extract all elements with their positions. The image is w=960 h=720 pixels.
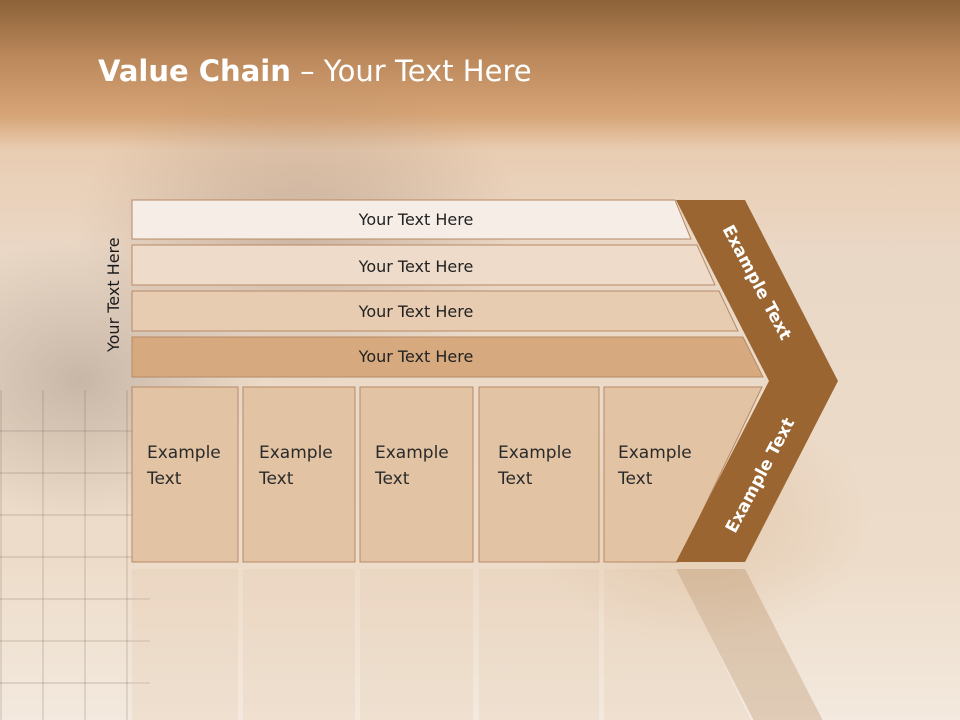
cell-5-line1: Example xyxy=(618,443,692,463)
bar-4-label: Your Text Here xyxy=(358,347,474,366)
cell-4-text: Example Text xyxy=(498,440,572,492)
bar-2[interactable] xyxy=(131,244,716,286)
cell-4[interactable] xyxy=(478,386,600,563)
reflection-shapes xyxy=(132,569,823,720)
cell-1-line1: Example xyxy=(147,443,221,463)
bar-2-label: Your Text Here xyxy=(358,257,474,276)
cell-2-line1: Example xyxy=(259,443,333,463)
cell-3[interactable] xyxy=(359,386,474,563)
cell-1[interactable] xyxy=(131,386,239,563)
bar-3-label: Your Text Here xyxy=(358,302,474,321)
bar-1-label: Your Text Here xyxy=(358,210,474,229)
bar-4[interactable] xyxy=(131,336,764,378)
bar-1[interactable] xyxy=(131,199,692,240)
cell-2-text: Example Text xyxy=(259,440,333,492)
cell-1-text: Example Text xyxy=(147,440,221,492)
title-bold: Value Chain xyxy=(98,54,291,88)
background-shirt-pattern xyxy=(0,390,150,720)
cell-5-line2: Text xyxy=(618,469,653,489)
cell-3-line2: Text xyxy=(375,469,410,489)
title-rest: – Your Text Here xyxy=(290,54,532,88)
cell-5-text: Example Text xyxy=(618,440,692,492)
cell-4-line2: Text xyxy=(498,469,533,489)
cell-4-line1: Example xyxy=(498,443,572,463)
slide-title: Value Chain – Your Text Here xyxy=(98,54,532,88)
cell-3-text: Example Text xyxy=(375,440,449,492)
cell-2[interactable] xyxy=(242,386,356,563)
cell-1-line2: Text xyxy=(147,469,182,489)
cell-2-line2: Text xyxy=(259,469,294,489)
chevron-arrow[interactable] xyxy=(676,200,838,562)
diagram-reflection xyxy=(0,564,960,720)
bar-3[interactable] xyxy=(131,290,739,332)
cell-3-line1: Example xyxy=(375,443,449,463)
